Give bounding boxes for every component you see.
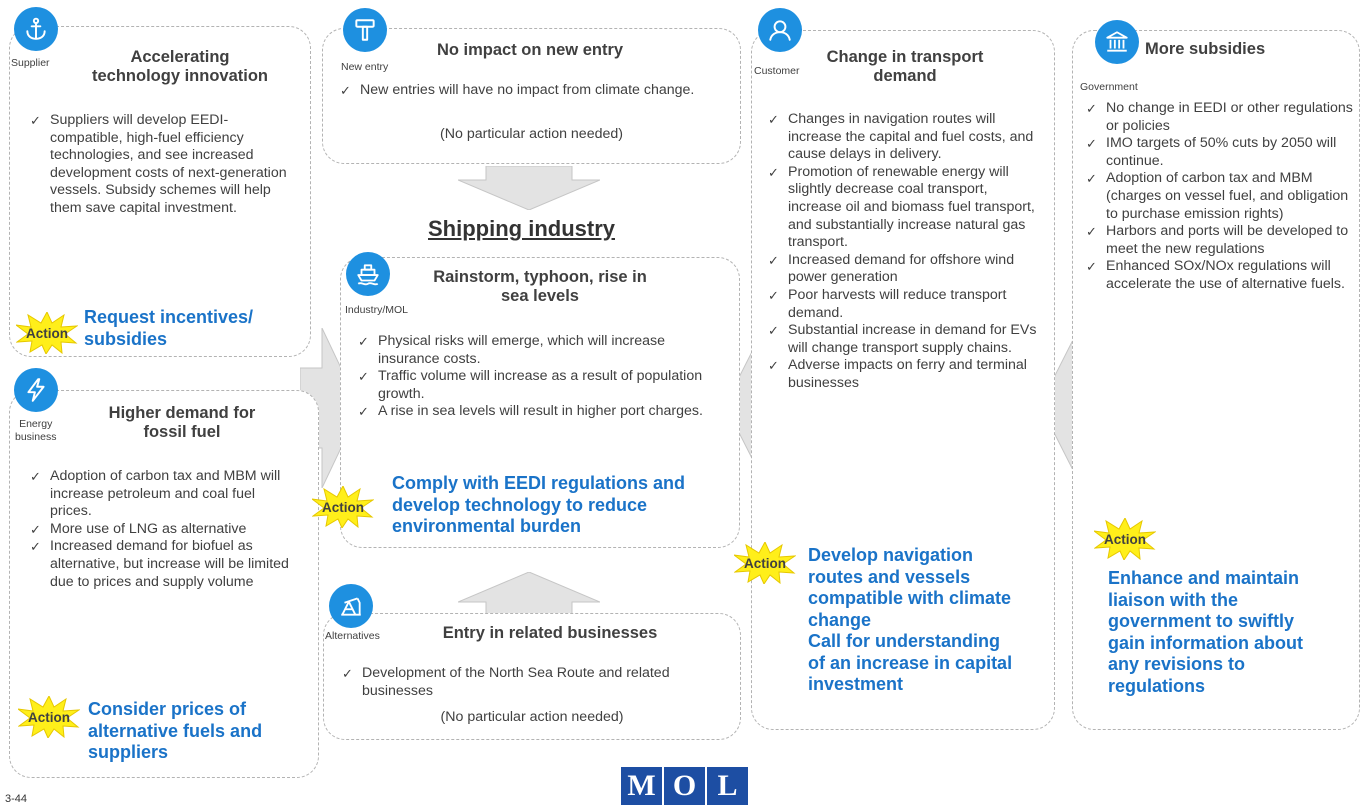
supplier-action: Request incentives/subsidies (84, 307, 254, 349)
list-item: A rise in sea levels will result in high… (358, 403, 718, 421)
government-building-icon (1095, 20, 1139, 64)
list-item: Changes in navigation routes will increa… (768, 111, 1038, 164)
list-item: Physical risks will emerge, which will i… (358, 333, 718, 368)
action-badge: Action (18, 696, 80, 738)
alternatives-title: Entry in related businesses (442, 624, 658, 642)
energy-list: Adoption of carbon tax and MBM will incr… (30, 468, 290, 591)
new-entry-role-label: New entry (341, 61, 389, 73)
customer-list: Changes in navigation routes will increa… (768, 111, 1038, 393)
list-item: Adoption of carbon tax and MBM will incr… (30, 468, 290, 521)
list-item: No change in EEDI or other regulations o… (1086, 100, 1356, 135)
arrow-down-from-new-entry (458, 166, 600, 210)
list-item: Traffic volume will increase as a result… (358, 368, 718, 403)
ship-icon (346, 252, 390, 296)
government-title: More subsidies (1145, 40, 1266, 58)
lightning-icon (14, 368, 58, 412)
industry-role-label: Industry/MOL (345, 304, 409, 316)
customer-role-label: Customer (754, 65, 800, 77)
list-item: Increased demand for offshore wind power… (768, 252, 1038, 287)
supplier-role-label: Supplier (11, 57, 50, 69)
list-item: Increased demand for biofuel as alternat… (30, 538, 290, 591)
list-item: Promotion of renewable energy will sligh… (768, 164, 1038, 252)
government-list: No change in EEDI or other regulations o… (1086, 100, 1356, 294)
list-item: Development of the North Sea Route and r… (342, 665, 702, 700)
action-badge: Action (312, 486, 374, 528)
logo-letter: M (621, 767, 662, 805)
list-item: Substantial increase in demand for EVs w… (768, 322, 1038, 357)
hammer-icon (343, 8, 387, 52)
alternatives-list: Development of the North Sea Route and r… (342, 665, 702, 700)
new-entry-list: New entries will have no impact from cli… (340, 82, 720, 100)
mol-logo: M O L (621, 767, 748, 805)
action-badge: Action (734, 542, 796, 584)
list-item: Adoption of carbon tax and MBM (charges … (1086, 170, 1356, 223)
list-item: Enhanced SOx/NOx regulations will accele… (1086, 258, 1356, 293)
list-item: Suppliers will develop EEDI-compatible, … (30, 112, 295, 218)
industry-list: Physical risks will emerge, which will i… (358, 333, 718, 421)
action-badge: Action (16, 312, 78, 354)
alternatives-note: (No particular action needed) (440, 709, 624, 725)
new-entry-title: No impact on new entry (436, 41, 624, 59)
new-entry-note: (No particular action needed) (440, 126, 623, 142)
list-item: New entries will have no impact from cli… (340, 82, 720, 100)
list-item: Poor harvests will reduce transport dema… (768, 287, 1038, 322)
list-item: More use of LNG as alternative (30, 521, 290, 539)
list-item: IMO targets of 50% cuts by 2050 will con… (1086, 135, 1356, 170)
page-number: 3-44 (5, 793, 28, 805)
arrow-up-from-alternatives (458, 572, 600, 616)
list-item: Adverse impacts on ferry and terminal bu… (768, 357, 1038, 392)
center-title: Shipping industry (428, 216, 615, 241)
government-role-label: Government (1080, 81, 1138, 93)
person-icon (758, 8, 802, 52)
logo-letter: O (664, 767, 705, 805)
list-item: Harbors and ports will be developed to m… (1086, 223, 1356, 258)
anchor-icon (14, 7, 58, 51)
action-badge: Action (1094, 518, 1156, 560)
oil-pump-icon (329, 584, 373, 628)
supplier-list: Suppliers will develop EEDI-compatible, … (30, 112, 295, 218)
logo-letter: L (707, 767, 748, 805)
alternatives-role-label: Alternatives (325, 630, 380, 642)
